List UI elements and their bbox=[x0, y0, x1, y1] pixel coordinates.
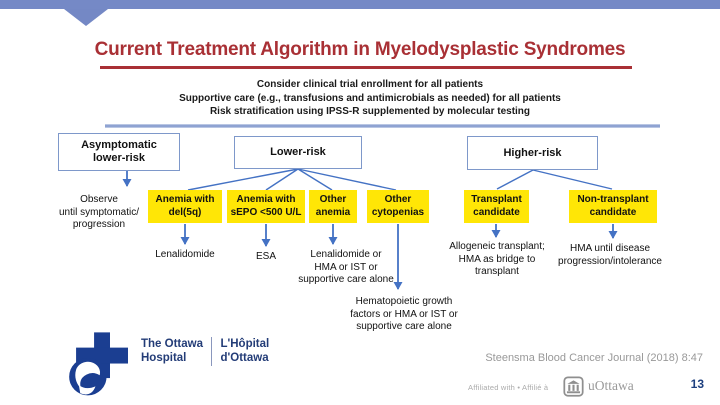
hospital-name-fr: L'Hôpital d'Ottawa bbox=[220, 338, 270, 364]
box-anemia-sepo: Anemia with sEPO <500 U/L bbox=[227, 190, 305, 223]
treatment-hematopoietic: Hematopoietic growth factors or HMA or I… bbox=[350, 296, 458, 332]
intro-line-3: Risk stratification using IPSS-R supplem… bbox=[209, 106, 531, 117]
treatment-esa: ESA bbox=[255, 251, 276, 262]
intro-text: Consider clinical trial enrollment for a… bbox=[50, 78, 690, 119]
affiliation-text: Affiliated with • Affilié à bbox=[468, 383, 549, 392]
page-number: 13 bbox=[690, 377, 704, 391]
box-other-anemia: Other anemia bbox=[309, 190, 357, 223]
intro-line-2: Supportive care (e.g., transfusions and … bbox=[179, 92, 561, 104]
treatment-lenalidomide: Lenalidomide bbox=[155, 249, 215, 260]
treatment-hma-until: HMA until disease progression/intoleranc… bbox=[558, 243, 662, 267]
hospital-name-en: The Ottawa Hospital bbox=[141, 338, 203, 364]
box-transplant-candidate: Transplant candidate bbox=[464, 190, 529, 223]
decorative-triangle bbox=[64, 9, 108, 26]
box-lower-risk: Lower-risk bbox=[234, 136, 362, 169]
box-other-cytopenias: Other cytopenias bbox=[367, 190, 429, 223]
treatment-allogeneic: Allogeneic transplant; HMA as bridge to … bbox=[449, 241, 545, 277]
title-underline bbox=[100, 66, 632, 69]
uottawa-logo-icon bbox=[563, 376, 584, 397]
top-accent-bar bbox=[0, 0, 720, 9]
ottawa-hospital-logo-icon bbox=[69, 332, 128, 396]
citation: Steensma Blood Cancer Journal (2018) 8:4… bbox=[485, 352, 703, 364]
page-title: Current Treatment Algorithm in Myelodysp… bbox=[94, 39, 626, 60]
wordmark-divider bbox=[210, 337, 213, 366]
uottawa-wordmark: uOttawa bbox=[588, 378, 634, 393]
treatment-observe: Observe until symptomatic/ progression bbox=[58, 194, 140, 230]
treatment-len-hma-ist: Lenalidomide or HMA or IST or supportive… bbox=[298, 249, 394, 285]
box-higher-risk: Higher-risk bbox=[467, 136, 598, 170]
box-anemia-del5q: Anemia with del(5q) bbox=[148, 190, 222, 223]
ottawa-hospital-wordmark: The Ottawa Hospital L'Hôpital d'Ottawa bbox=[141, 337, 269, 366]
box-asymptomatic-lower-risk: Asymptomatic lower-risk bbox=[58, 133, 180, 171]
intro-line-1: Consider clinical trial enrollment for a… bbox=[256, 79, 484, 90]
box-non-transplant-candidate: Non-transplant candidate bbox=[569, 190, 657, 223]
